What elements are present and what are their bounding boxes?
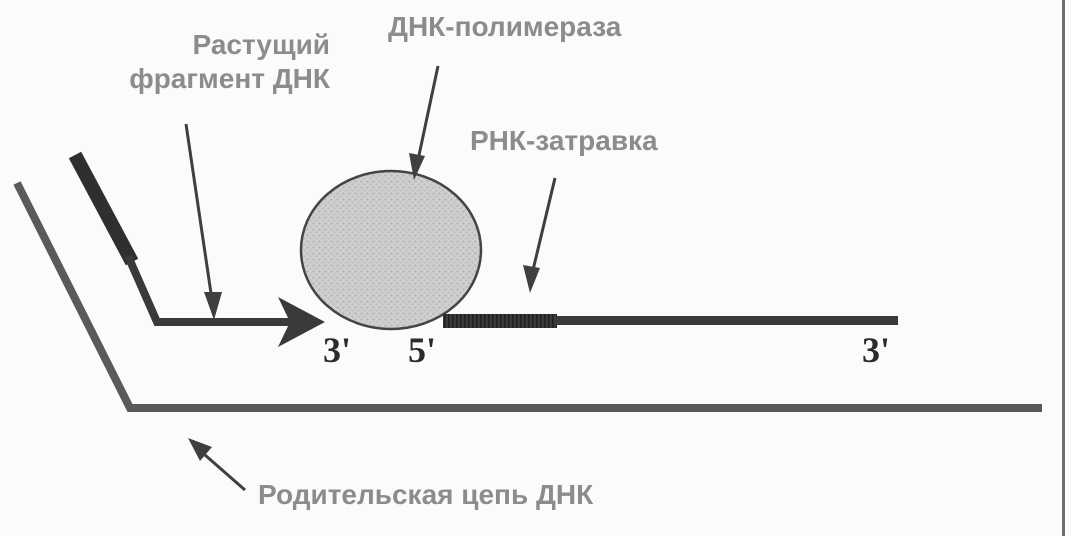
growing-fragment-3prime-end: 3' — [323, 330, 352, 370]
dna-polymerase-label: ДНК-полимераза — [388, 11, 622, 42]
pointer-parent-strand-head — [188, 438, 212, 461]
page-edge-line — [1062, 0, 1065, 536]
pointer-dna-polymerase — [416, 65, 440, 161]
pointer-growing-fragment-head — [204, 292, 222, 320]
growing-fragment-label-line1: Растущий — [192, 29, 330, 60]
growing-fragment-arrowhead — [278, 297, 325, 347]
dna-polymerase-shape — [299, 169, 483, 331]
upper-strand — [555, 316, 898, 325]
growing-fragment-label: Растущий фрагмент ДНК — [80, 28, 330, 96]
pointer-parent-strand — [204, 453, 246, 492]
parent-strand-label: Родительская цепь ДНК — [258, 479, 594, 510]
rna-primer-label: РНК-затравка — [470, 125, 658, 156]
pointer-rna-primer — [531, 177, 557, 271]
growing-fragment-start — [68, 151, 139, 266]
parent-strand — [13, 181, 1042, 412]
pointer-dna-polymerase-head — [409, 153, 425, 180]
pointer-rna-primer-head — [523, 265, 540, 293]
pointer-growing-fragment — [184, 123, 214, 301]
growing-fragment — [124, 254, 290, 326]
growing-fragment-label-line2: фрагмент ДНК — [129, 63, 330, 94]
strand-3prime-end: 3' — [862, 330, 891, 370]
rna-primer-segment — [443, 314, 557, 328]
rna-primer-5prime-end: 5' — [408, 330, 437, 370]
